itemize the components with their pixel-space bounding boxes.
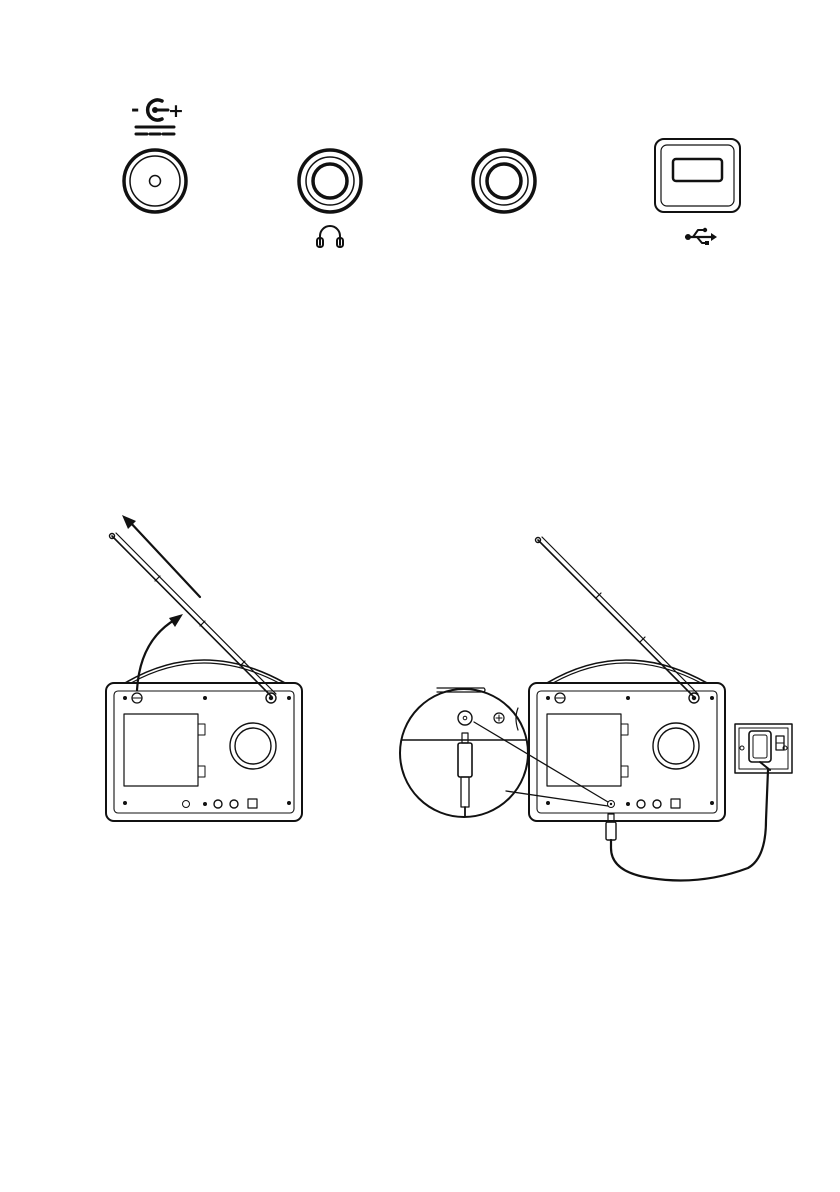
headphones-icon: [317, 226, 343, 247]
swing-arrow: [137, 614, 183, 690]
telescopic-antenna: [110, 533, 277, 697]
dc-polarity-icon: - +: [131, 97, 184, 134]
polarity-plus: +: [168, 100, 184, 122]
power-cable: [611, 770, 768, 880]
dc-plug: [606, 770, 768, 880]
power-adapter-icon: [735, 724, 792, 773]
extend-antenna: [106, 515, 302, 821]
usb-icon: [685, 228, 717, 245]
aux-in-jack: [473, 150, 535, 212]
connect-power-adapter: [400, 537, 792, 880]
telescopic-antenna-right: [536, 537, 699, 697]
radio-back-icon-right: [529, 660, 725, 821]
magnified-dc-jack: [400, 688, 608, 817]
headphone-jack: [299, 150, 361, 212]
dc-power-input: [124, 150, 186, 212]
usb-port: [655, 139, 740, 212]
radio-back-icon: [106, 660, 302, 821]
polarity-minus: -: [131, 97, 139, 121]
connector-panel: - +: [124, 97, 740, 247]
